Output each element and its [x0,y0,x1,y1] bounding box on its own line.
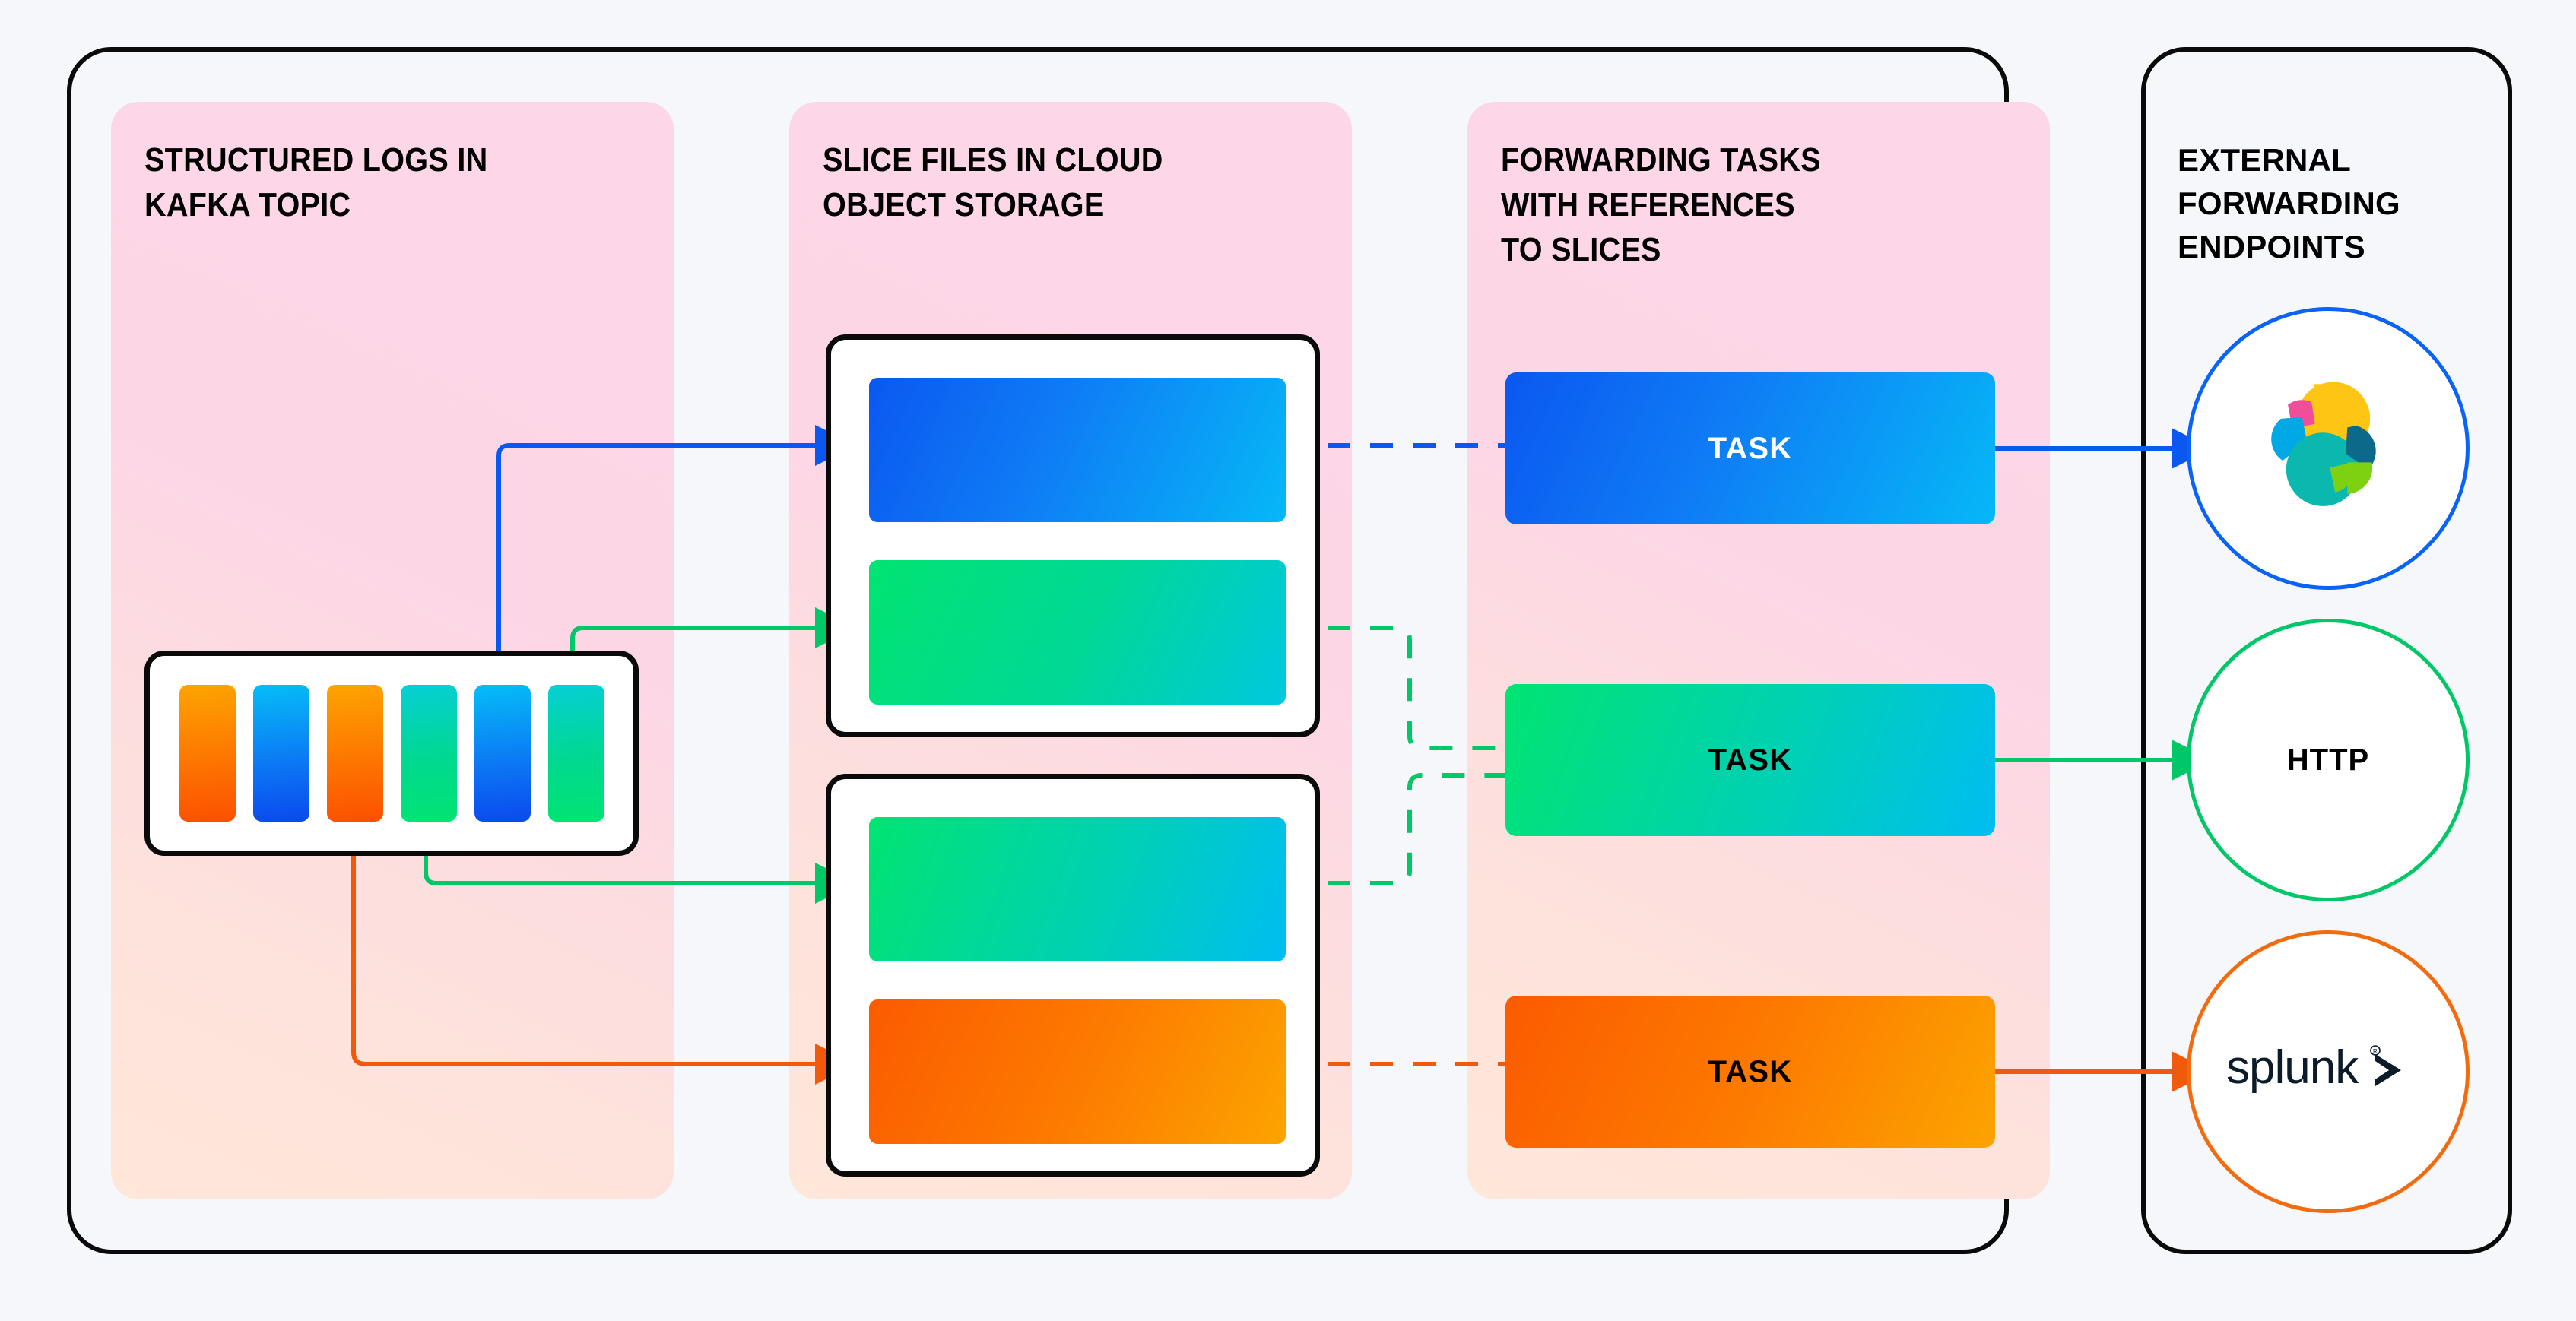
kafka-log-bar [326,685,383,822]
forwarding-task-orange[interactable]: TASK [1505,996,1995,1148]
kafka-log-bar [547,685,604,822]
splunk-logo: splunk R [2226,1041,2401,1094]
endpoint-splunk[interactable]: splunk R [2187,930,2470,1213]
svg-text:R: R [2373,1048,2378,1055]
slice-record [869,999,1286,1144]
forwarding-task-green[interactable]: TASK [1505,684,1995,836]
forwarding-task-blue[interactable]: TASK [1505,372,1995,524]
slice-file-box [826,774,1320,1177]
task-label: TASK [1708,431,1793,465]
kafka-log-bar [474,685,531,822]
endpoints-title: EXTERNAL FORWARDING ENDPOINTS [2178,142,2400,265]
svg-text:splunk: splunk [2226,1041,2359,1094]
column-kafka-title: STRUCTURED LOGS IN KAFKA TOPIC [144,141,488,223]
column-tasks-title: FORWARDING TASKS WITH REFERENCES TO SLIC… [1501,141,1821,268]
endpoint-http-label: HTTP [2286,743,2370,777]
kafka-topic-box [144,651,639,856]
kafka-log-bar [400,685,457,822]
slice-record [869,560,1286,705]
endpoint-elastic[interactable] [2187,307,2470,590]
slice-record [869,817,1286,961]
elastic-logo [2271,382,2376,506]
slice-record [869,378,1286,522]
task-label: TASK [1708,1054,1793,1088]
slice-file-box [826,334,1320,737]
kafka-log-bar [252,685,309,822]
endpoint-http[interactable]: HTTP [2187,619,2470,901]
kafka-log-bar [179,685,236,822]
column-slices-title: SLICE FILES IN CLOUD OBJECT STORAGE [823,141,1163,223]
task-label: TASK [1708,743,1793,777]
